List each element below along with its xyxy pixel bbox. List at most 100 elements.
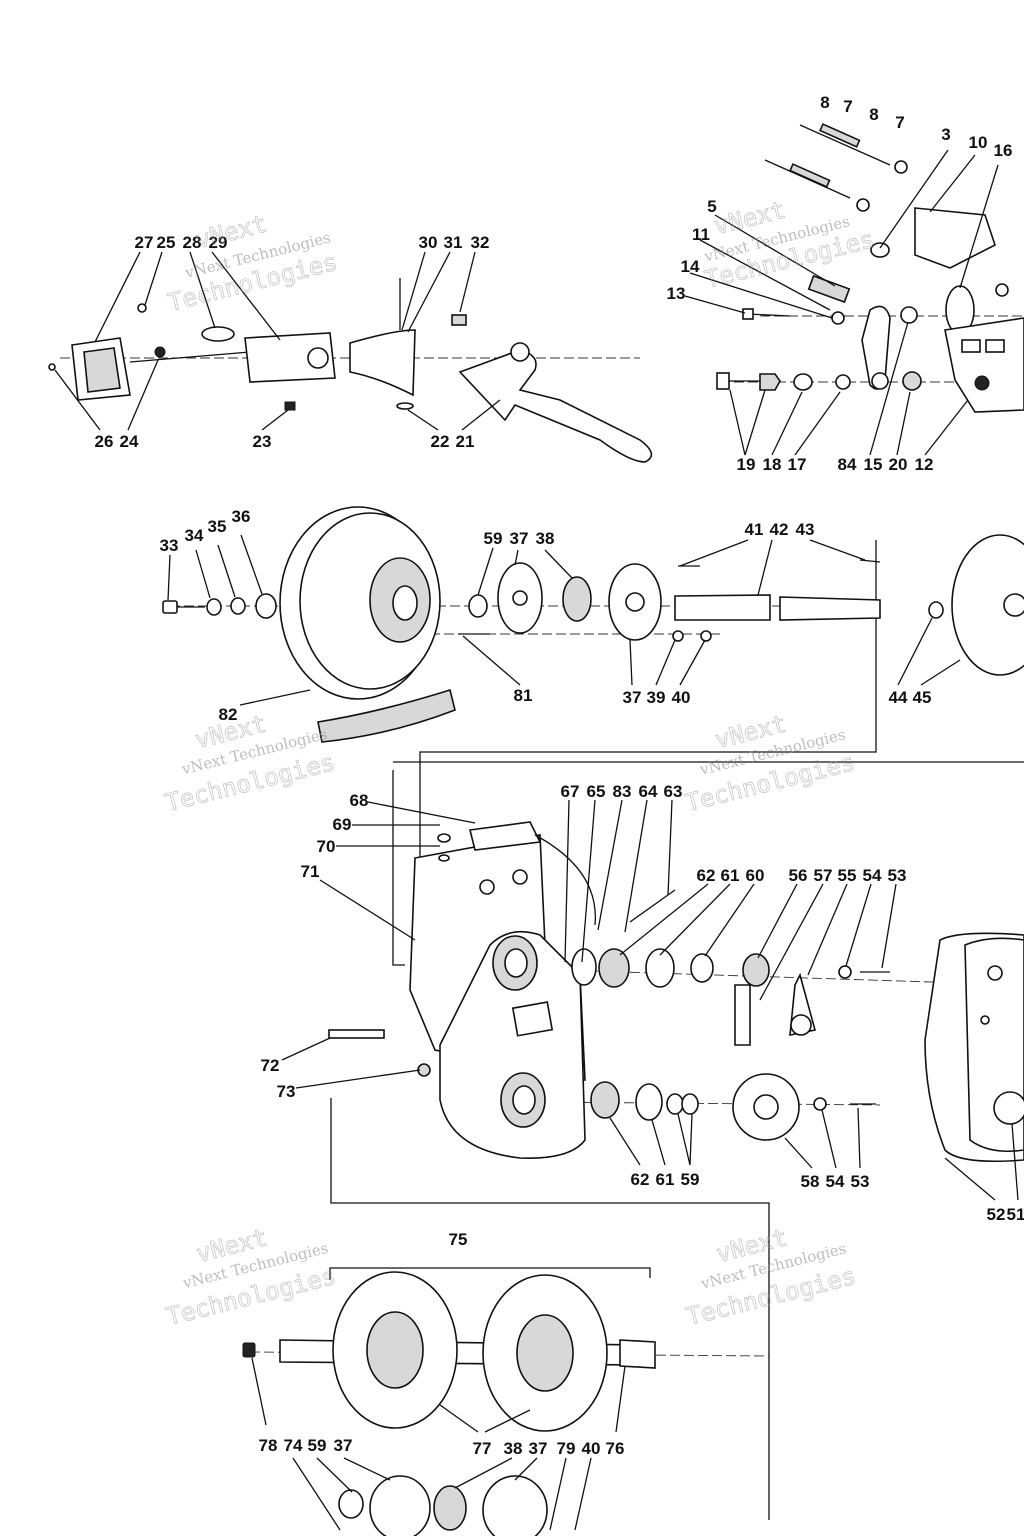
callout: 40	[582, 1439, 601, 1458]
callout: 56	[789, 866, 808, 885]
callout: 30	[419, 233, 438, 252]
callout: 27	[135, 233, 154, 252]
callout: 77	[473, 1439, 492, 1458]
callout: 38	[504, 1439, 523, 1458]
callout: 8	[869, 105, 878, 124]
callout: 55	[838, 866, 857, 885]
callout: 59	[681, 1170, 700, 1189]
callouts-bottom: 75 78 74 59 37 77 38 37 79 40 76	[259, 1230, 625, 1458]
callout: 78	[259, 1436, 278, 1455]
callout: 68	[350, 791, 369, 810]
callout: 38	[536, 529, 555, 548]
callout: 61	[656, 1170, 675, 1189]
callout: 51	[1007, 1205, 1024, 1224]
watermark: vNext Technologies vNext Technologies	[702, 195, 878, 294]
callouts-middle: 33 34 35 36 59 37 38 41 42 43 82 81 37 3…	[160, 507, 932, 724]
callout: 26	[95, 432, 114, 451]
callout: 69	[333, 815, 352, 834]
callout: 29	[209, 233, 228, 252]
callout: 3	[941, 125, 950, 144]
callout: 33	[160, 536, 179, 555]
callout: 52	[987, 1205, 1006, 1224]
callout: 59	[484, 529, 503, 548]
callout: 84	[838, 455, 857, 474]
chaincase-assembly	[328, 821, 1024, 1163]
callouts-top-right: 8 7 8 7 3 10 16 5 11 14 13 19 18 17 84 1…	[667, 93, 1013, 474]
callout: 75	[449, 1230, 468, 1249]
callout: 42	[770, 520, 789, 539]
callout: 65	[587, 782, 606, 801]
callout: 25	[157, 233, 176, 252]
callout: 39	[647, 688, 666, 707]
callout: 59	[308, 1436, 327, 1455]
watermark: vNext Technologies vNext Technologies	[162, 709, 338, 817]
callout: 12	[915, 455, 934, 474]
drive-pulley-assembly	[162, 506, 1024, 743]
leader-lines-lower	[281, 799, 1019, 1201]
callout: 37	[334, 1436, 353, 1455]
callout: 60	[746, 866, 765, 885]
callout: 31	[444, 233, 463, 252]
callout: 7	[843, 97, 852, 116]
callout: 83	[613, 782, 632, 801]
leader-lines-bottom	[251, 1267, 651, 1531]
callout: 54	[826, 1172, 845, 1191]
callout: 43	[796, 520, 815, 539]
callout: 54	[863, 866, 882, 885]
callouts-lower: 68 69 70 71 67 65 83 64 63 62 61 60 56 5…	[261, 782, 1024, 1224]
brake-linkage-assembly	[716, 123, 1024, 413]
callout: 5	[707, 197, 716, 216]
callout: 37	[623, 688, 642, 707]
callout: 72	[261, 1056, 280, 1075]
callout: 53	[851, 1172, 870, 1191]
handlebar-assembly	[48, 278, 653, 463]
callout: 81	[514, 686, 533, 705]
callout: 41	[745, 520, 764, 539]
callout: 13	[667, 284, 686, 303]
leader-lines	[54, 149, 999, 706]
callout: 10	[969, 133, 988, 152]
callout: 63	[664, 782, 683, 801]
callout: 7	[895, 113, 904, 132]
drive-shaft-assembly	[242, 1271, 656, 1536]
callout: 57	[814, 866, 833, 885]
callout: 37	[529, 1439, 548, 1458]
callout: 64	[639, 782, 658, 801]
callout: 17	[788, 455, 807, 474]
callout: 36	[232, 507, 251, 526]
callout: 62	[631, 1170, 650, 1189]
callout: 58	[801, 1172, 820, 1191]
callouts-top-left: 27 25 28 29 30 31 32 26 24 23 22 21	[95, 233, 490, 451]
callout: 71	[301, 862, 320, 881]
callout: 61	[721, 866, 740, 885]
callout: 22	[431, 432, 450, 451]
callout: 21	[456, 432, 475, 451]
callout: 20	[889, 455, 908, 474]
callout: 45	[913, 688, 932, 707]
watermark: vNext Technologies vNext Technologies	[165, 209, 341, 317]
callout: 8	[820, 93, 829, 112]
callout: 15	[864, 455, 883, 474]
callout: 34	[185, 526, 204, 545]
callout: 19	[737, 455, 756, 474]
callout: 23	[253, 432, 272, 451]
callout: 73	[277, 1082, 296, 1101]
watermark: vNext Technologies vNext Technologies	[682, 709, 858, 817]
callout: 16	[994, 141, 1013, 160]
callout: 11	[692, 225, 710, 244]
callout: 24	[120, 432, 139, 451]
callout: 82	[219, 705, 238, 724]
callout: 62	[697, 866, 716, 885]
watermark: vNext Technologies vNext Technologies	[163, 1223, 339, 1331]
callout: 37	[510, 529, 529, 548]
callout: 40	[672, 688, 691, 707]
callout: 76	[606, 1439, 625, 1458]
callout: 53	[888, 866, 907, 885]
callout: 67	[561, 782, 580, 801]
callout: 70	[317, 837, 336, 856]
callout: 28	[183, 233, 202, 252]
callout: 14	[681, 257, 700, 276]
callout: 32	[471, 233, 490, 252]
watermark: vNext Technologies vNext Technologies	[683, 1223, 859, 1331]
